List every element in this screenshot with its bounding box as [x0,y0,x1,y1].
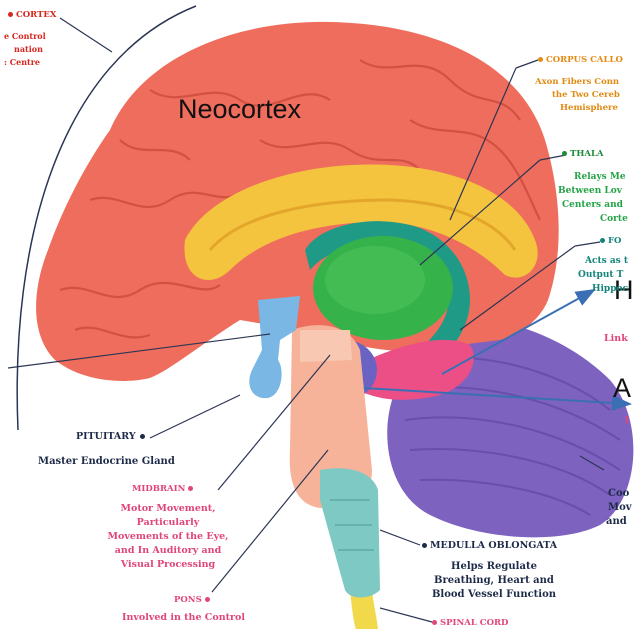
cortex-desc-1: e Control [4,32,46,41]
pons-title: PONS [174,596,210,606]
corpus-callosum-desc-1: Axon Fibers Conn [535,78,619,88]
medulla-title: MEDULLA OBLONGATA [422,541,557,552]
thalamus-desc-2: Between Lov [558,186,622,196]
medulla-desc-2: Breathing, Heart and [424,575,564,587]
midbrain-desc-5: Visual Processing [108,560,228,571]
corpus-callosum-desc-3: Hemisphere [560,104,618,114]
cortex-desc-2: nation [14,45,43,54]
cortex-title: CORTEX [8,11,56,21]
spinal-cord-title: SPINAL CORD [432,619,508,629]
thalamus-title: THALA [562,150,604,160]
medulla-desc-3: Blood Vessel Function [424,589,564,601]
fornix-desc-2: Output T [578,270,623,280]
cerebellum-desc-1: Coo [608,488,629,500]
thalamus-desc-3: Centers and [562,200,623,210]
fornix-desc-1: Acts as t [585,256,628,266]
midbrain-shape [300,330,352,362]
fornix-title: FO [600,237,621,247]
pons-desc: Involved in the Control [122,613,245,624]
midbrain-desc-3: Movements of the Eye, [102,532,234,543]
corpus-callosum-desc-2: the Two Cereb [552,91,620,101]
thalamus-desc-1: Relays Me [574,172,626,182]
thalamus-desc-4: Corte [600,214,628,224]
pituitary-desc: Master Endocrine Gland [38,456,175,468]
midbrain-title: MIDBRAIN [132,485,193,495]
cortex-desc-3: : Centre [4,58,40,67]
corpus-callosum-title: CORPUS CALLO [538,56,623,66]
midbrain-desc-4: and In Auditory and [102,546,234,557]
amygdala-desc: I [625,416,629,427]
medulla-desc-1: Helps Regulate [424,561,564,573]
neocortex-annotation: Neocortex [178,94,301,125]
cerebellum-desc-3: and [606,516,627,528]
midbrain-desc-2: Particularly [108,518,228,529]
hypothalamus-desc: Link [604,334,628,345]
pituitary-title: PITUITARY [76,432,145,443]
amygdala-annotation: A [613,373,631,404]
fornix-desc-3: Hippoc [592,284,628,294]
medulla-shape [320,468,380,597]
midbrain-desc-1: Motor Movement, [108,504,228,515]
cerebellum-desc-2: Mov [608,502,632,514]
